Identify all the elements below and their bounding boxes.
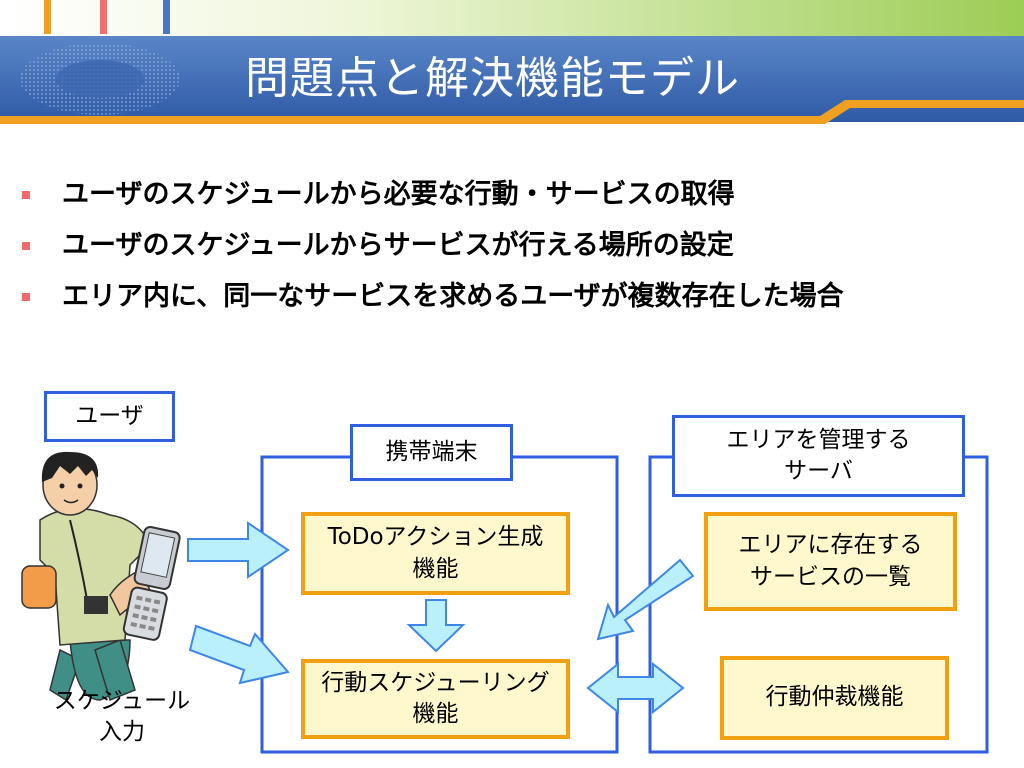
input-arrow-lower bbox=[188, 624, 290, 685]
arbitration-function-box: 行動仲裁機能 bbox=[720, 656, 949, 740]
scheduling-function-label: 行動スケジューリング 機能 bbox=[321, 669, 550, 727]
bullet-icon bbox=[22, 191, 30, 199]
scheduling-function-box: 行動スケジューリング 機能 bbox=[301, 659, 570, 739]
server-to-schedule-arrow bbox=[596, 558, 695, 641]
bullet-text: ユーザのスケジュールから必要な行動・サービスの取得 bbox=[62, 179, 735, 210]
todo-function-label: ToDoアクション生成 機能 bbox=[327, 524, 544, 582]
terminal-label: 携帯端末 bbox=[385, 438, 478, 465]
schedule-input-caption: スケジュール 入力 bbox=[53, 688, 191, 746]
bullet-icon bbox=[22, 242, 30, 250]
todo-function-box: ToDoアクション生成 機能 bbox=[301, 512, 570, 595]
arbitration-function-label: 行動仲裁機能 bbox=[765, 684, 904, 711]
server-container bbox=[648, 455, 989, 754]
user-illustration bbox=[21, 451, 181, 702]
todo-to-schedule-arrow bbox=[406, 599, 466, 653]
user-label-box: ユーザ bbox=[44, 391, 175, 442]
terminal-label-box: 携帯端末 bbox=[350, 424, 513, 481]
bullet-icon bbox=[22, 293, 30, 301]
terminal-container bbox=[260, 455, 619, 754]
service-list-box: エリアに存在する サービスの一覧 bbox=[704, 512, 957, 611]
input-arrow-upper bbox=[187, 521, 290, 579]
user-label: ユーザ bbox=[75, 402, 144, 429]
header-top-strip bbox=[0, 0, 1024, 36]
bidirectional-arrow bbox=[586, 661, 685, 715]
bullet-text: ユーザのスケジュールからサービスが行える場所の設定 bbox=[62, 230, 734, 261]
header-band bbox=[0, 36, 1024, 124]
slide-title: 問題点と解決機能モデル bbox=[245, 53, 740, 104]
server-label: エリアを管理する サーバ bbox=[726, 426, 911, 484]
server-label-box: エリアを管理する サーバ bbox=[672, 415, 965, 497]
bullet-text: エリア内に、同一なサービスを求めるユーザが複数存在した場合 bbox=[62, 281, 844, 312]
service-list-label: エリアに存在する サービスの一覧 bbox=[738, 532, 923, 590]
